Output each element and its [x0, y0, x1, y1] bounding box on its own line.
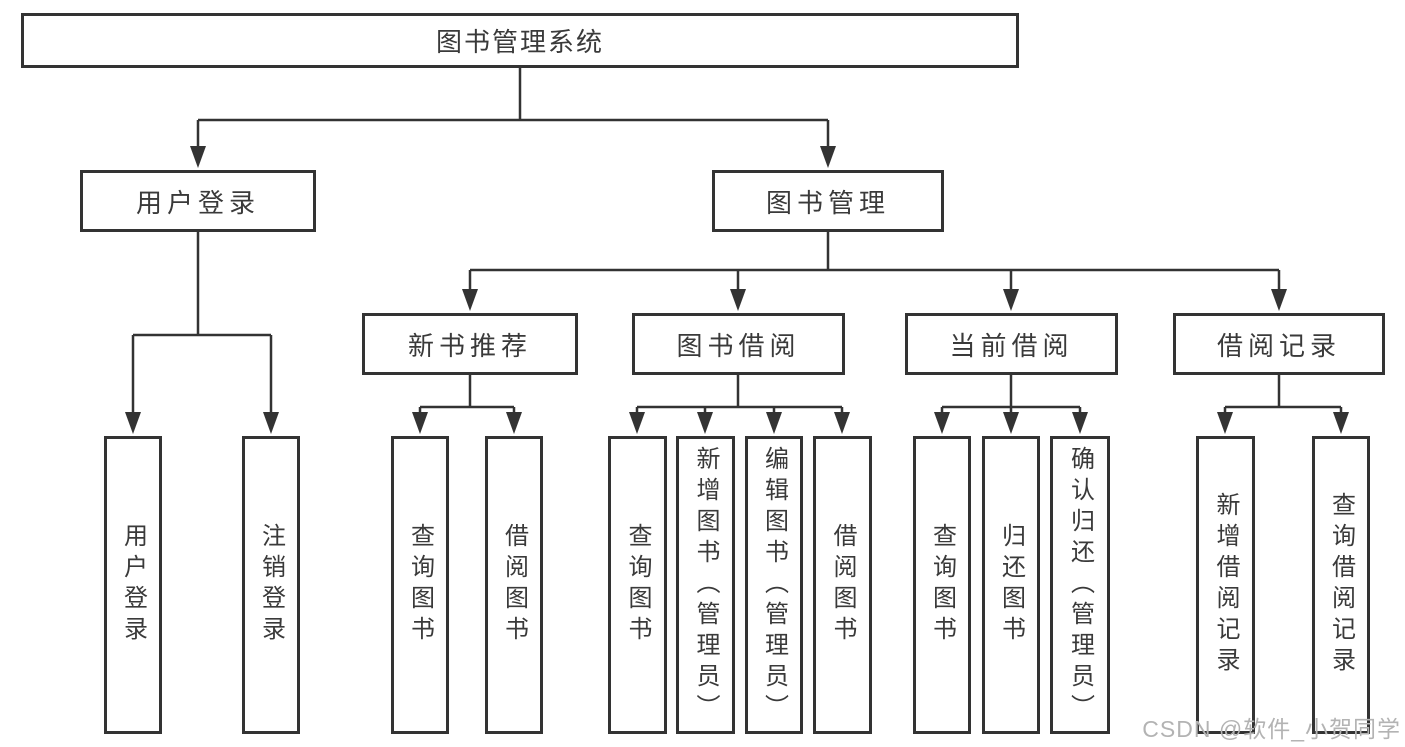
node-book-management: 图书管理: [712, 170, 944, 232]
connector-root-to-level2: [196, 68, 830, 148]
arrowheads-level2: [190, 146, 836, 168]
leaf-label: 新增借阅记录: [1212, 492, 1239, 678]
leaf-query-books-current: 查询图书: [913, 436, 971, 734]
node-label: 图书管理系统: [435, 27, 604, 57]
csdn-watermark: CSDN @软件_小贺同学: [1142, 716, 1401, 742]
arrowheads-leaves: [125, 412, 1349, 434]
leaf-label: 查询图书: [928, 523, 956, 647]
node-label: 借阅记录: [1216, 330, 1341, 361]
leaf-borrow-books-recommend: 借阅图书: [485, 436, 543, 734]
leaf-user-login: 用户登录: [104, 436, 162, 734]
node-label: 图书借阅: [676, 330, 801, 361]
leaf-label: 用户登录: [119, 523, 147, 647]
leaf-borrow-books: 借阅图书: [813, 436, 872, 734]
leaf-label: 查询图书: [624, 523, 651, 647]
connector-borrow-to-leaves: [635, 375, 844, 414]
node-borrowing-records: 借阅记录: [1173, 313, 1385, 375]
node-label: 图书管理: [765, 187, 890, 218]
node-label: 当前借阅: [949, 330, 1074, 361]
node-library-management-system: 图书管理系统: [21, 13, 1019, 68]
node-new-book-recommendation: 新书推荐: [362, 313, 578, 375]
leaf-label: 新增图书（管理员）: [692, 445, 719, 725]
connector-userlogin-to-leaves: [131, 232, 273, 414]
leaf-label: 编辑图书（管理员）: [760, 445, 788, 725]
node-book-borrowing: 图书借阅: [632, 313, 845, 375]
connector-records-to-leaves: [1223, 375, 1343, 414]
leaf-edit-books-admin: 编辑图书（管理员）: [745, 436, 803, 734]
leaf-query-borrow-record: 查询借阅记录: [1312, 436, 1370, 734]
leaf-label: 借阅图书: [829, 523, 856, 647]
leaf-add-books-admin: 新增图书（管理员）: [676, 436, 735, 734]
leaf-label: 借阅图书: [500, 523, 528, 647]
node-label: 新书推荐: [407, 330, 532, 361]
connector-bookmgmt-to-level3: [468, 232, 1281, 291]
leaf-add-borrow-record: 新增借阅记录: [1196, 436, 1255, 734]
node-label: 用户登录: [135, 187, 260, 218]
leaf-label: 归还图书: [997, 523, 1025, 647]
leaf-confirm-return-admin: 确认归还（管理员）: [1050, 436, 1110, 734]
leaf-return-books: 归还图书: [982, 436, 1040, 734]
connector-current-to-leaves: [940, 375, 1082, 414]
node-current-borrowing: 当前借阅: [905, 313, 1118, 375]
node-user-login: 用户登录: [80, 170, 316, 232]
arrowheads-level3: [462, 289, 1287, 311]
leaf-query-books-recommend: 查询图书: [391, 436, 449, 734]
connector-newbook-to-leaves: [418, 375, 516, 414]
leaf-label: 注销登录: [257, 523, 285, 647]
leaf-query-books-borrow: 查询图书: [608, 436, 667, 734]
leaf-logout: 注销登录: [242, 436, 300, 734]
leaf-label: 查询图书: [406, 523, 434, 647]
leaf-label: 确认归还（管理员）: [1066, 445, 1094, 725]
leaf-label: 查询借阅记录: [1327, 492, 1355, 678]
